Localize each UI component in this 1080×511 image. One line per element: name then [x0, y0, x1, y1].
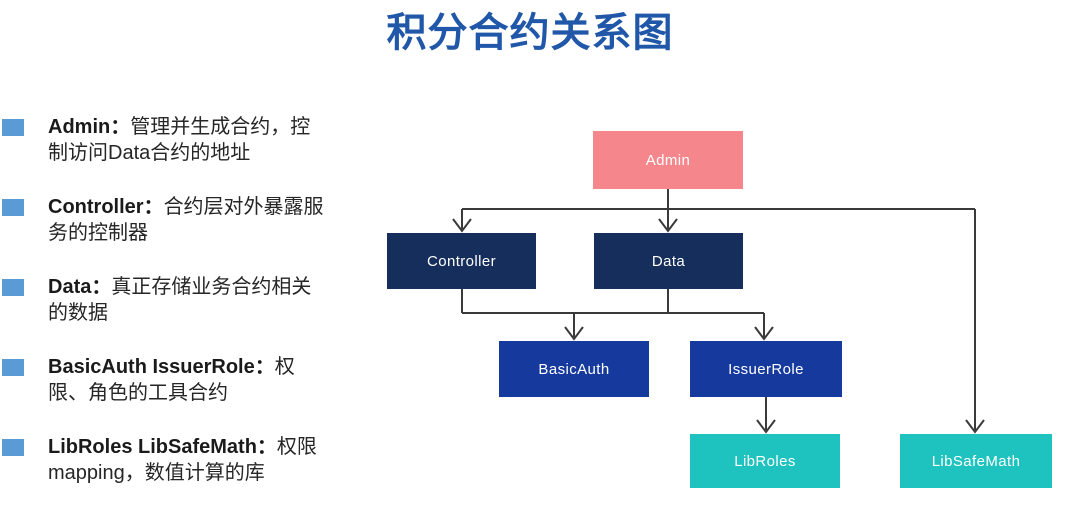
arrowhead-libsafemath: [965, 419, 985, 434]
legend-term: LibRoles LibSafeMath：: [48, 436, 277, 458]
node-basicauth: BasicAuth: [499, 341, 649, 397]
node-libroles: LibRoles: [690, 434, 840, 488]
legend-term: BasicAuth IssuerRole：: [48, 356, 275, 378]
bullet-square-icon: [2, 119, 24, 136]
node-controller-label: Controller: [426, 252, 497, 270]
legend-desc: 权限、角色的工具合约: [48, 356, 295, 404]
legend-desc: 管理并生成合约，控制访问Data合约的地址: [48, 116, 311, 164]
arrowhead-libroles: [756, 419, 776, 434]
legend-desc: 合约层对外暴露服务的控制器: [48, 196, 324, 244]
arrowhead-issuerrole: [754, 326, 774, 341]
node-admin: Admin: [593, 131, 743, 189]
node-libsafemath-label: LibSafeMath: [931, 452, 1021, 470]
page-title: 积分合约关系图: [386, 11, 674, 55]
bullet-square-icon: [2, 279, 24, 296]
node-controller: Controller: [387, 233, 536, 289]
legend-term: Admin：: [48, 116, 131, 138]
legend-text: Controller：合约层对外暴露服务的控制器: [48, 194, 326, 246]
legend-desc: 真正存储业务合约相关的数据: [48, 276, 312, 324]
legend-item-libroles-libsafemath: LibRoles LibSafeMath：权限mapping，数值计算的库: [2, 434, 334, 486]
legend-text: LibRoles LibSafeMath：权限mapping，数值计算的库: [48, 434, 326, 486]
node-basicauth-label: BasicAuth: [538, 360, 610, 378]
node-issuerrole: IssuerRole: [690, 341, 842, 397]
legend-text: Admin：管理并生成合约，控制访问Data合约的地址: [48, 114, 326, 166]
node-data: Data: [594, 233, 743, 289]
node-libsafemath: LibSafeMath: [900, 434, 1052, 488]
legend-item-admin: Admin：管理并生成合约，控制访问Data合约的地址: [2, 114, 334, 166]
legend-text: Data：真正存储业务合约相关的数据: [48, 274, 326, 326]
legend-desc: 权限mapping，数值计算的库: [48, 436, 317, 484]
legend-item-controller: Controller：合约层对外暴露服务的控制器: [2, 194, 334, 246]
arrowhead-controller: [452, 218, 472, 233]
bullet-square-icon: [2, 199, 24, 216]
node-data-label: Data: [651, 252, 686, 270]
legend-term: Controller：: [48, 196, 164, 218]
arrowhead-basicauth: [564, 326, 584, 341]
legend-item-basicauth-issuerrole: BasicAuth IssuerRole：权限、角色的工具合约: [2, 354, 334, 406]
node-admin-label: Admin: [645, 151, 691, 169]
legend-list: Admin：管理并生成合约，控制访问Data合约的地址 Controller：合…: [2, 114, 334, 511]
legend-item-data: Data：真正存储业务合约相关的数据: [2, 274, 334, 326]
node-issuerrole-label: IssuerRole: [728, 360, 804, 378]
bullet-square-icon: [2, 439, 24, 456]
bullet-square-icon: [2, 359, 24, 376]
legend-term: Data：: [48, 276, 112, 298]
node-libroles-label: LibRoles: [734, 452, 796, 470]
arrowhead-data: [658, 218, 678, 233]
legend-text: BasicAuth IssuerRole：权限、角色的工具合约: [48, 354, 326, 406]
